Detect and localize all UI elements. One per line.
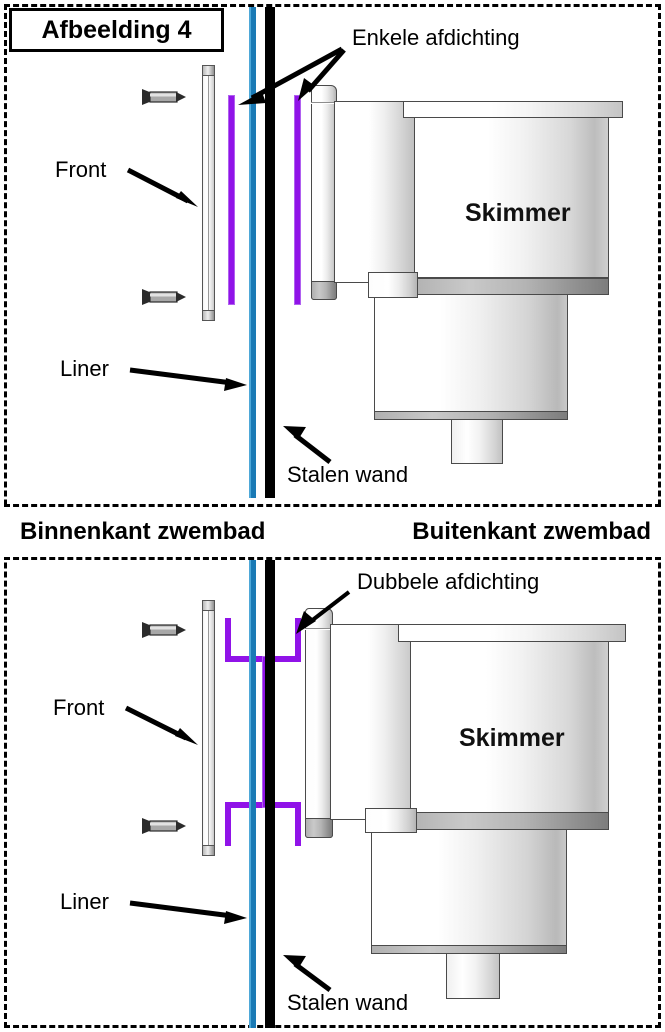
- skimmer-top-flange: [403, 101, 623, 118]
- screw-icon-lower: [142, 289, 186, 305]
- front-label-top: Front: [55, 157, 107, 182]
- skimmer-throat-plate: [334, 101, 417, 283]
- liner-leader-arrow-top: [129, 367, 247, 391]
- skimmer-body-ring-bottom: [404, 812, 609, 830]
- skimmer-body-bottom: [410, 641, 609, 813]
- skimmer-body: [414, 117, 609, 278]
- screw-icon-upper: [142, 89, 186, 105]
- skimmer-top-flange-bottom: [398, 624, 626, 642]
- front-panel-plate: [202, 67, 215, 321]
- skimmer-throat-neck-bottom: [365, 808, 417, 833]
- skimmer-outlet-pipe: [451, 419, 503, 464]
- gasket-outer-single: [294, 95, 301, 305]
- pool-side-band: Binnenkant zwembad Buitenkant zwembad: [4, 504, 661, 560]
- skimmer-outlet-pipe-bottom: [446, 953, 500, 999]
- skimmer-collar-foot-bottom: [305, 818, 333, 838]
- figure-title: Afbeelding 4: [41, 15, 192, 44]
- screw-icon-lower-bottom: [142, 818, 186, 834]
- steel-wall: [265, 7, 275, 498]
- skimmer-body-ring: [409, 278, 609, 295]
- seal-label-bottom: Dubbele afdichting: [357, 569, 540, 594]
- skimmer-collar-seam: [311, 102, 337, 104]
- skimmer-body-label-bottom: Skimmer: [459, 724, 565, 752]
- skimmer-face-collar-bottom: [305, 608, 333, 838]
- skimmer-throat-plate-bottom: [330, 624, 420, 820]
- front-plate-bottom-cap: [202, 310, 215, 321]
- liner-label-top: Liner: [60, 356, 109, 381]
- skimmer-collar-foot: [311, 281, 337, 300]
- wall-label-bottom: Stalen wand: [287, 990, 409, 1015]
- pool-liner: [249, 7, 256, 498]
- front-panel-plate-bottom: [202, 602, 215, 856]
- pool-liner-bottom: [249, 560, 256, 1028]
- wall-leader-arrow-top: [283, 426, 332, 464]
- wall-leader-arrow-bottom: [283, 955, 332, 993]
- front-leader-arrow-bottom: [124, 705, 198, 745]
- seal-label-top: Enkele afdichting: [352, 25, 520, 50]
- wall-label-top: Stalen wand: [287, 462, 409, 487]
- skimmer-throat-neck: [368, 272, 418, 298]
- skimmer-body-label: Skimmer: [465, 199, 571, 227]
- front-leader-arrow-top: [126, 167, 198, 207]
- steel-wall-bottom: [265, 560, 275, 1028]
- liner-label-bottom: Liner: [60, 889, 109, 914]
- front-plate-bottom-cap-bottom: [202, 845, 215, 856]
- front-plate-top-cap: [202, 65, 215, 76]
- skimmer-lower-chamber: [374, 294, 568, 414]
- front-plate-top-cap-bottom: [202, 600, 215, 611]
- gasket-bracket-lower: [225, 802, 301, 846]
- skimmer-collar-seam-bottom: [305, 628, 333, 630]
- liner-leader-arrow-bottom: [129, 900, 247, 924]
- outside-pool-label: Buitenkant zwembad: [412, 518, 651, 545]
- skimmer-lower-chamber-bottom: [371, 829, 567, 948]
- figure-title-box: Afbeelding 4: [9, 8, 224, 52]
- panel-double-seal: Skimmer: [0, 560, 665, 1028]
- screw-icon-upper-bottom: [142, 622, 186, 638]
- panel-single-seal: Skimmer: [0, 7, 665, 505]
- gasket-inner-single: [228, 95, 235, 305]
- inside-pool-label: Binnenkant zwembad: [20, 518, 266, 545]
- front-label-bottom: Front: [53, 695, 105, 720]
